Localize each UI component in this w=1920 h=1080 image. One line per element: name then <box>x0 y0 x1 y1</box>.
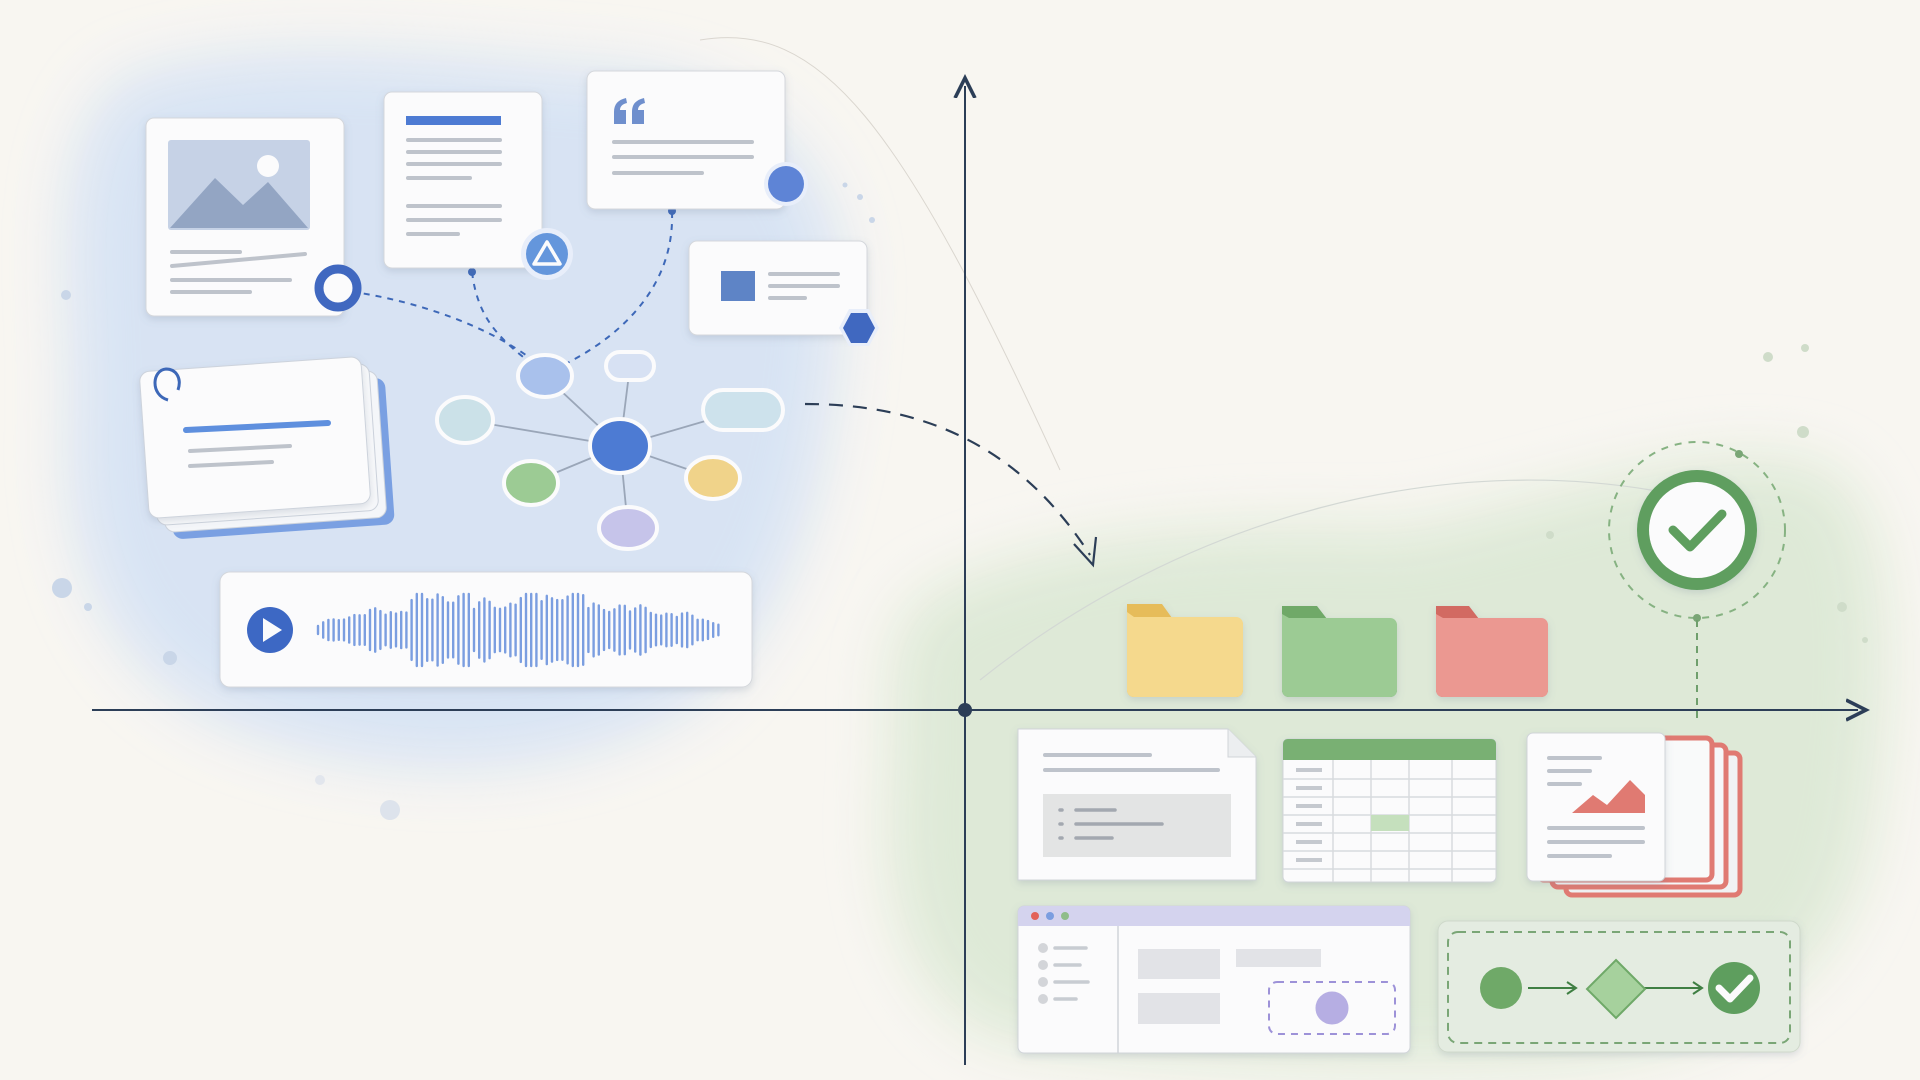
graph-node <box>604 350 656 382</box>
image-icon <box>168 140 310 230</box>
transform-arrow <box>804 402 1091 556</box>
quote-card-text-lines <box>612 140 754 175</box>
faint-guide-curve <box>979 479 1701 681</box>
folder-green <box>1282 606 1397 697</box>
audio-waveform <box>316 592 720 668</box>
app-window <box>1017 905 1411 1054</box>
play-icon[interactable] <box>247 607 293 653</box>
app-window-panel <box>1138 949 1220 979</box>
graph-node <box>435 395 495 445</box>
binder-clip-icon <box>153 367 181 402</box>
image-card-text-lines <box>170 250 307 294</box>
graph-hub-node <box>588 417 652 475</box>
speckle-dots-green <box>1546 344 1868 643</box>
connector-dot <box>468 268 476 276</box>
quote-card-node-dot <box>768 166 804 202</box>
app-window-panel <box>1138 993 1220 1024</box>
folder-yellow <box>1127 604 1243 697</box>
app-window-sidebar-items <box>1038 943 1090 1004</box>
axis-origin <box>958 703 972 717</box>
workflow-start-node <box>1480 967 1522 1009</box>
app-window-bar <box>1236 949 1321 967</box>
app-window-dropzone-dot <box>1312 988 1352 1028</box>
graph-node <box>516 353 574 399</box>
graph-node <box>502 459 560 507</box>
checkmark-icon <box>1668 509 1727 552</box>
document-card-text-lines <box>406 138 502 236</box>
report-stack <box>1526 732 1743 898</box>
knowledge-graph <box>435 350 785 551</box>
workflow-end-node <box>1708 962 1760 1014</box>
window-close-dot <box>1031 912 1039 920</box>
graph-node <box>701 388 785 432</box>
approval-badge <box>1608 441 1786 720</box>
graph-node <box>597 505 659 551</box>
document-card-heading <box>406 116 501 125</box>
window-maximize-dot <box>1061 912 1069 920</box>
graph-node <box>684 455 742 501</box>
transform-arrowhead <box>1073 536 1098 568</box>
spreadsheet-header <box>1283 739 1496 760</box>
spreadsheet-highlight-cell <box>1371 815 1409 831</box>
window-minimize-dot <box>1046 912 1054 920</box>
faint-guide-curve-2 <box>699 37 1061 471</box>
small-card-text-lines <box>768 272 840 300</box>
report-area-chart <box>1572 780 1645 813</box>
triangle-node <box>521 228 573 280</box>
workflow-decision-diamond <box>1585 958 1647 1020</box>
workflow-dashed-frame <box>1447 931 1791 1044</box>
app-window-dropzone <box>1268 981 1396 1035</box>
image-card-ring-node <box>314 264 362 312</box>
audio-card <box>219 571 753 688</box>
quote-icon <box>614 98 645 124</box>
text-document-lines <box>1043 753 1220 772</box>
small-card-square <box>721 271 755 301</box>
folder-red <box>1436 606 1548 697</box>
app-window-titlebar <box>1018 906 1410 926</box>
stacked-cards <box>139 356 395 539</box>
hexagon-node <box>839 309 879 346</box>
speckle-dots <box>52 182 875 820</box>
text-document-bullets <box>1058 808 1164 840</box>
checkmark-icon <box>1715 974 1754 1003</box>
